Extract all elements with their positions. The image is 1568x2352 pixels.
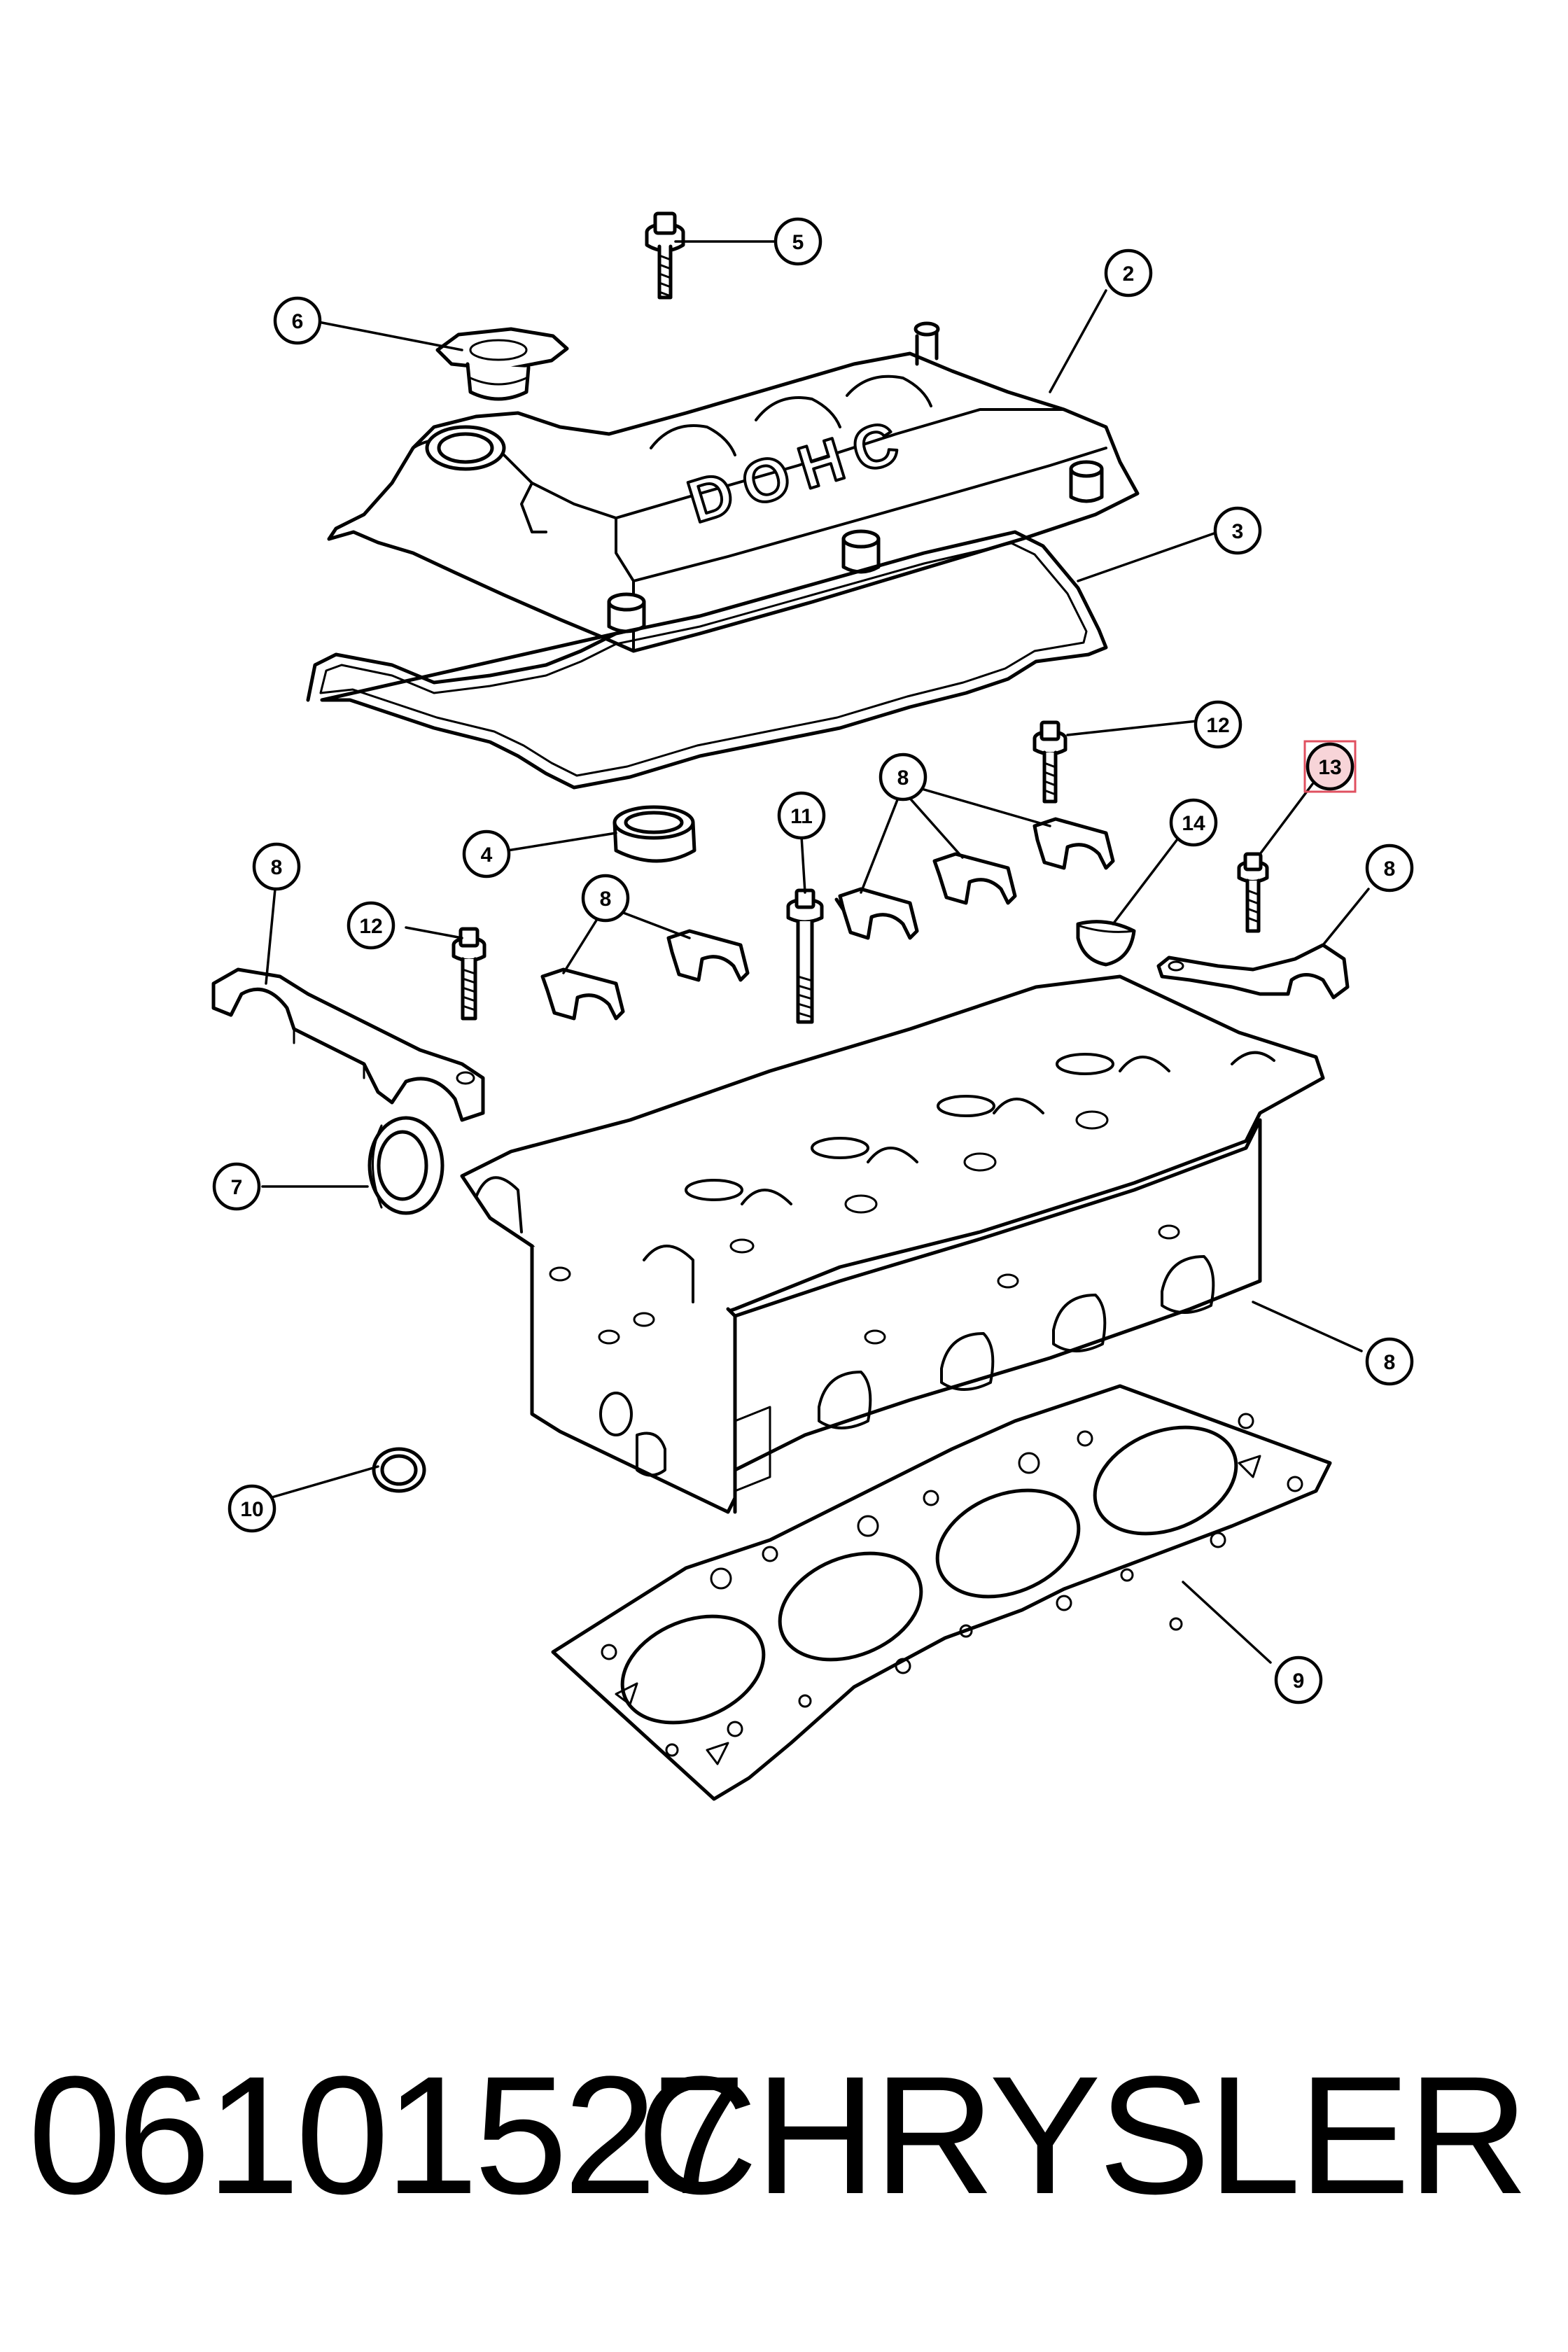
bearing-cap-5 xyxy=(666,929,750,982)
callout-label: 13 xyxy=(1318,756,1341,779)
callout-8: 8 xyxy=(1365,1337,1414,1386)
callout-circle xyxy=(1169,798,1218,847)
brand-name: CHRYSLER xyxy=(636,2041,1529,2229)
callout-circle xyxy=(1365,844,1414,892)
oil-filler-cap xyxy=(435,327,569,401)
footer: 06101527 CHRYSLER xyxy=(0,2030,1568,2240)
callout-circle xyxy=(346,901,396,950)
callout-label: 14 xyxy=(1182,812,1205,835)
half-moon-plug xyxy=(1076,920,1136,967)
callout-13: 13 xyxy=(1303,740,1357,793)
cover-bolt xyxy=(645,211,685,300)
callout-circle xyxy=(777,791,826,840)
callout-2: 2 xyxy=(1104,248,1153,298)
callout-8: 8 xyxy=(252,842,301,891)
callout-label: 12 xyxy=(1206,714,1229,737)
callout-14: 14 xyxy=(1169,798,1218,847)
callout-12: 12 xyxy=(1194,700,1242,749)
plug-seal xyxy=(372,1447,426,1493)
callout-label: 5 xyxy=(792,231,804,254)
callout-circle xyxy=(1213,506,1262,555)
callout-3: 3 xyxy=(1213,506,1262,555)
callout-12: 12 xyxy=(346,901,396,950)
callout-circle xyxy=(1365,1337,1414,1386)
bearing-cap-4 xyxy=(540,967,625,1021)
camshaft-seal xyxy=(368,1116,444,1215)
callout-circle xyxy=(1306,742,1354,791)
spark-plug-tube-seal xyxy=(612,805,696,863)
callout-circle xyxy=(1274,1656,1323,1704)
callouts: 5 2 6 3 12 13 8 11 14 4 8 8 8 12 7 8 10 9 xyxy=(212,217,1414,1704)
leader-lines xyxy=(261,240,1370,1664)
callout-8: 8 xyxy=(581,874,630,923)
callout-label: 8 xyxy=(1384,1351,1396,1374)
bearing-cap-bolt-13 xyxy=(1237,852,1269,933)
callout-label: 8 xyxy=(271,856,283,879)
callout-label: 3 xyxy=(1232,520,1244,543)
valve-cover: DOHC xyxy=(327,321,1140,653)
bearing-cap-bolt-lower xyxy=(451,927,486,1021)
callout-label: 12 xyxy=(359,915,382,938)
head-bolt xyxy=(786,888,824,1024)
callout-label: 4 xyxy=(481,844,493,867)
callout-label: 8 xyxy=(600,888,612,911)
callout-label: 7 xyxy=(231,1176,243,1199)
callout-10: 10 xyxy=(227,1484,276,1533)
head-gasket xyxy=(551,1384,1332,1801)
bearing-cap-1 xyxy=(834,887,919,940)
callout-circle xyxy=(1104,248,1153,298)
callout-4: 4 xyxy=(462,830,511,878)
callout-circle xyxy=(462,830,511,878)
callout-label: 2 xyxy=(1123,262,1135,286)
parts-diagram: DOHC xyxy=(211,211,1414,1801)
callout-label: 6 xyxy=(292,310,304,333)
callout-label: 11 xyxy=(790,805,813,828)
callout-8: 8 xyxy=(878,752,927,802)
callout-circle xyxy=(1194,700,1242,749)
callout-label: 8 xyxy=(1384,858,1396,881)
callout-label: 8 xyxy=(897,766,909,790)
callout-highlight-box xyxy=(1303,740,1357,793)
callout-9: 9 xyxy=(1274,1656,1323,1704)
callout-8: 8 xyxy=(1365,844,1414,892)
callout-6: 6 xyxy=(273,296,322,345)
callout-circle xyxy=(581,874,630,923)
callout-circle xyxy=(227,1484,276,1533)
callout-11: 11 xyxy=(777,791,826,840)
callout-circle xyxy=(273,296,322,345)
part-number: 06101527 xyxy=(28,2041,746,2229)
callout-label: 10 xyxy=(240,1498,263,1521)
bearing-cap-2 xyxy=(932,852,1017,905)
end-bearing-cap-right xyxy=(1156,943,1350,1000)
bearing-cap-bolt-upper xyxy=(1032,720,1068,804)
bearing-cap-3 xyxy=(1032,817,1115,870)
callout-7: 7 xyxy=(212,1162,261,1211)
end-bearing-cap-left xyxy=(211,967,485,1122)
callout-5: 5 xyxy=(774,217,822,266)
cylinder-head xyxy=(460,974,1325,1514)
callout-label: 9 xyxy=(1293,1670,1305,1693)
callout-circle xyxy=(774,217,822,266)
callout-circle xyxy=(878,752,927,802)
valve-cover-gasket xyxy=(306,530,1108,790)
callout-circle xyxy=(212,1162,261,1211)
callout-circle xyxy=(252,842,301,891)
